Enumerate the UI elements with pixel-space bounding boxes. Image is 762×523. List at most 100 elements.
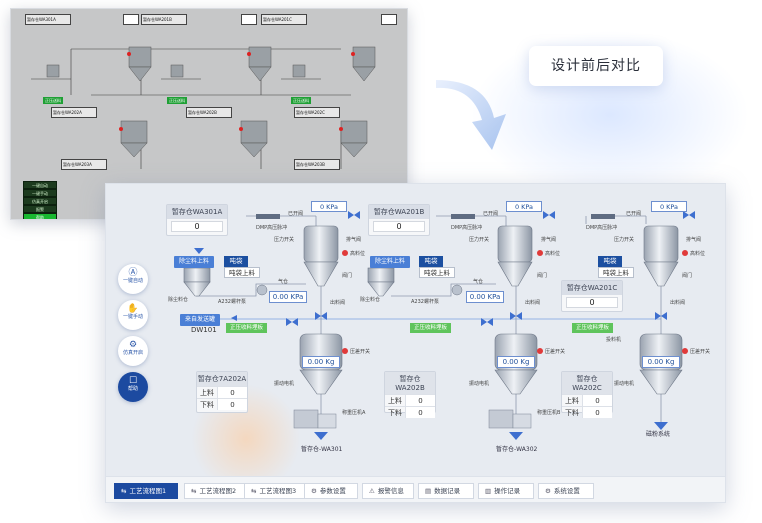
ton-bag-tag: 吨袋	[598, 256, 622, 267]
dmp-label: DMP高压脉冲	[256, 225, 288, 231]
silo-value: 0	[171, 221, 223, 232]
tab-process-2[interactable]: ⇆工艺流程图2	[184, 483, 248, 499]
tab-process-1[interactable]: ⇆工艺流程图1	[114, 483, 178, 499]
opened-label: 已开阀	[483, 211, 499, 217]
pressure-switch-label: 压力开关	[469, 237, 490, 243]
high-level-label: 高料位	[350, 251, 366, 257]
opened-label: 已开阀	[626, 211, 642, 217]
pressure-diff-label: 压差开关	[350, 349, 371, 355]
manual-mode-button[interactable]: ✋ 一键手动	[118, 300, 148, 330]
comparison-caption: 设计前后对比	[529, 46, 663, 86]
outlet-valve-label: 出料阀	[330, 300, 346, 306]
pressure-diff-indicator	[537, 348, 543, 354]
outlet-valve-label: 出料阀	[525, 300, 541, 306]
old-silo-box: 暂存仓WA203A	[61, 159, 107, 170]
silo-title: 暂存仓WA201C	[562, 281, 622, 295]
left-control-panel: Ⓐ 一键自动 ✋ 一键手动 ⚙ 仿真开启 ☐ 帮助	[116, 264, 150, 402]
old-silo-box: 暂存仓WA301A	[25, 14, 71, 25]
silo-value: 0	[373, 221, 425, 232]
silo-box-c1: 暂存仓WA201C 0	[561, 280, 623, 312]
data-icon: ▤	[425, 487, 432, 495]
old-green-label: 正压送料	[291, 97, 311, 104]
old-auto-button: 一键自动	[23, 181, 57, 189]
dust-silo-label: 除尘料仓	[168, 297, 189, 303]
simulation-label: 仿真开启	[122, 350, 143, 356]
tab-data-log[interactable]: ▤数据记录	[418, 483, 474, 499]
air-label: 气仓	[278, 279, 289, 285]
flow-icon: ⇆	[121, 487, 127, 495]
high-level-indicator	[342, 250, 348, 256]
tab-process-3[interactable]: ⇆工艺流程图3	[244, 483, 306, 499]
high-level-label: 高料位	[690, 251, 706, 257]
dust-feed-tag: 除尘料上料	[174, 256, 215, 268]
old-silo-box: 暂存仓WA202B	[186, 107, 232, 118]
opened-label: 已开阀	[288, 211, 304, 217]
pump-label: A232螺杆泵	[218, 299, 246, 305]
transition-arrow-icon	[436, 80, 506, 150]
tab-parameters[interactable]: ⚙参数设置	[304, 483, 358, 499]
positive-pressure-tag: 正压收料埋板	[410, 323, 452, 333]
help-label: 帮助	[127, 386, 138, 392]
vibrate-motor-label: 振动电机	[614, 381, 635, 387]
exhaust-valve-label: 排气阀	[686, 237, 702, 243]
pressure-switch-label: 压力开关	[274, 237, 295, 243]
positive-pressure-tag: 正压收料埋板	[572, 323, 614, 333]
pressure-switch-label: 压力开关	[614, 237, 635, 243]
auto-mode-button[interactable]: Ⓐ 一键自动	[118, 264, 148, 294]
valve-label: 阀门	[342, 273, 353, 279]
old-silo-box: 暂存仓WA201C	[261, 14, 307, 25]
ton-bag-tag: 吨袋	[419, 256, 443, 267]
simulation-button[interactable]: ⚙ 仿真开启	[118, 336, 148, 366]
new-design-screen: 暂存仓WA301A 0 暂存仓WA201B 0 暂存仓WA201C 0 暂存仓7…	[105, 183, 726, 503]
silo-title: 暂存仓WA202C	[562, 372, 612, 394]
air-label: 气仓	[473, 279, 484, 285]
pump-pressure-readout: 0.00 KPa	[466, 291, 504, 303]
vibrate-motor-label: 振动电机	[274, 381, 295, 387]
vibrate-motor-label: 振动电机	[469, 381, 490, 387]
destination-label: 磁粉系统	[646, 431, 671, 438]
silo-value: 0	[566, 297, 618, 308]
old-green-label: 正压送料	[167, 97, 187, 104]
flow-icon: ⇆	[251, 487, 257, 495]
tab-operation-log[interactable]: ▥操作记录	[478, 483, 534, 499]
bottom-tab-bar: ⇆工艺流程图1 ⇆工艺流程图2 ⇆工艺流程图3 ⚙参数设置 ⚠报警信息 ▤数据记…	[106, 476, 725, 502]
old-value-box	[381, 14, 397, 25]
old-manual-button: 一键手动	[23, 189, 57, 197]
old-silo-box: 暂存仓WA203B	[294, 159, 340, 170]
auto-icon: Ⓐ	[128, 268, 138, 278]
tab-system-settings[interactable]: ⚙系统设置	[538, 483, 594, 499]
from-sender-tag: 来自发送罐	[180, 314, 221, 326]
manual-label: 一键手动	[122, 314, 143, 320]
silo-box-b1: 暂存仓WA201B 0	[368, 204, 430, 236]
tab-alarms[interactable]: ⚠报警信息	[362, 483, 414, 499]
old-silo-box: 暂存仓WA202C	[294, 107, 340, 118]
hand-icon: ✋	[127, 304, 139, 314]
pump-pressure-readout: 0.00 KPa	[269, 291, 307, 303]
pressure-diff-indicator	[682, 348, 688, 354]
old-help-button: 帮助	[23, 213, 57, 219]
dmp-label: DMP高压脉冲	[451, 225, 483, 231]
silo-title: 暂存仓WA202B	[385, 372, 435, 394]
high-level-indicator	[682, 250, 688, 256]
ton-bag-feed-tag: 吨袋上料	[598, 267, 634, 278]
help-button[interactable]: ☐ 帮助	[118, 372, 148, 402]
high-level-indicator	[537, 250, 543, 256]
old-value-box	[241, 14, 257, 25]
old-green-label: 正压送料	[43, 97, 63, 104]
destination-label: 暂存仓-WA301	[301, 446, 343, 453]
old-silo-box: 暂存仓WA202A	[51, 107, 97, 118]
valve-label: 阀门	[682, 273, 693, 279]
old-design-screenshot: 暂存仓WA301A 暂存仓WA201B 暂存仓WA201C 暂存仓WA202A …	[10, 8, 408, 220]
settings-icon: ⚙	[545, 487, 551, 495]
log-icon: ▥	[485, 487, 492, 495]
old-sim-button: 仿真开启	[23, 197, 57, 205]
silo-box-a1: 暂存仓WA301A 0	[166, 204, 228, 236]
weigh-press-label: 称重压机A	[342, 410, 366, 416]
dmp-label: DMP高压脉冲	[586, 225, 618, 231]
